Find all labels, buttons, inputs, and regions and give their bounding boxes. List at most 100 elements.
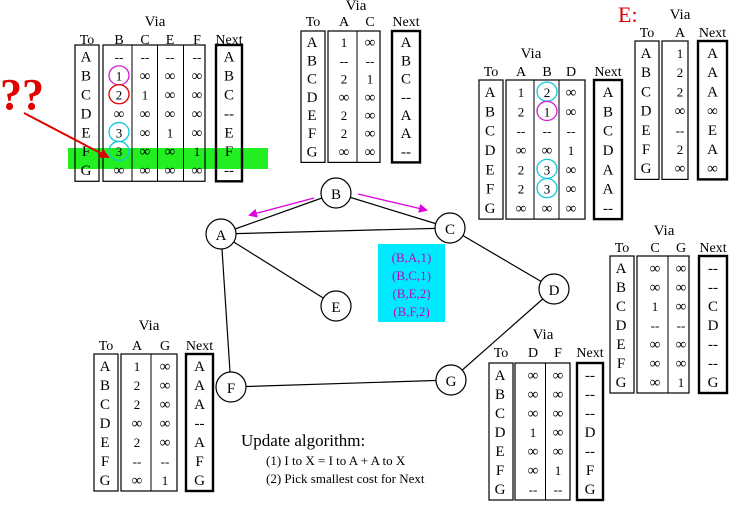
table-g-cell-b-d: ∞ <box>528 387 539 403</box>
table-f-cell-e-a: 2 <box>134 435 141 450</box>
node-d: D <box>538 273 570 305</box>
table-d-row-g: G <box>616 375 627 391</box>
table-b-cell-d-b: ∞ <box>114 106 125 122</box>
table-b-cell-e-e: 1 <box>167 125 174 140</box>
table-d-cell-b-c: ∞ <box>650 280 661 296</box>
node-g-label: G <box>446 374 457 390</box>
table-f-next-c: A <box>194 397 205 413</box>
table-f-next-a: A <box>194 359 205 375</box>
table-c-cell-c-b: -- <box>543 124 552 139</box>
table-c-cell-b-d: ∞ <box>566 104 577 120</box>
table-c-col-b: B <box>542 65 551 80</box>
table-e-next-a: A <box>707 46 718 62</box>
table-c-cell-d-a: ∞ <box>516 143 527 159</box>
table-f-cell-c-g: ∞ <box>160 397 171 413</box>
table-e-next-c: A <box>707 84 718 100</box>
table-e-cell-e-a: -- <box>676 123 685 138</box>
table-c-cell-g-d: ∞ <box>566 201 577 217</box>
table-e-row-d: D <box>641 104 652 120</box>
table-a-cell-a-a: 1 <box>341 35 348 50</box>
table-f-row-d: D <box>100 416 111 432</box>
table-c-row-d: D <box>485 143 496 159</box>
table-d-cell-b-g: ∞ <box>676 280 687 296</box>
table-b-row-a: A <box>81 50 92 66</box>
table-b-cell-g-c: ∞ <box>140 163 151 179</box>
node-e-label: E <box>331 300 340 316</box>
table-c-cell-e-d: ∞ <box>566 162 577 178</box>
table-d-col-c: C <box>650 241 659 256</box>
table-b-row-g: G <box>81 163 92 179</box>
table-c-next-c: C <box>603 124 613 140</box>
table-e-next-g: ∞ <box>707 161 718 177</box>
table-f-row-f: F <box>101 454 109 470</box>
table-d-via-header: Via <box>654 223 675 239</box>
table-b-cell-g-f: ∞ <box>192 163 203 179</box>
highlight-row-f <box>68 148 268 169</box>
table-c-cell-d-b: ∞ <box>542 143 553 159</box>
node-f: F <box>215 371 247 403</box>
table-a-cell-e-a: 2 <box>341 108 348 123</box>
table-c-next-g: -- <box>603 201 613 217</box>
table-d-next-b: -- <box>708 280 718 296</box>
table-b-cell-c-c: 1 <box>142 88 149 103</box>
table-c-via-header: Via <box>521 46 542 62</box>
table-b-cell-f-b: 3 <box>116 144 123 159</box>
table-d-col-g: G <box>676 241 686 256</box>
table-b-cell-a-f: -- <box>193 50 202 65</box>
table-c-cell-f-d: ∞ <box>566 182 577 198</box>
table-a-to-header: To <box>306 15 321 30</box>
table-c-cell-e-a: 2 <box>518 162 525 177</box>
table-g-row-g: G <box>495 482 506 498</box>
table-e-row-f: F <box>642 142 650 158</box>
table-g-next-c: -- <box>585 406 595 422</box>
table-d-row-a: A <box>616 261 627 277</box>
table-c-cell-g-a: ∞ <box>516 201 527 217</box>
node-b: B <box>320 177 352 209</box>
table-c-row-b: B <box>485 104 495 120</box>
table-c-cell-g-b: ∞ <box>542 201 553 217</box>
table-d-next-header: Next <box>699 241 726 256</box>
table-b-via-header: Via <box>145 14 166 30</box>
table-f-cell-f-a: -- <box>133 454 142 469</box>
message-1: (B,A,1) <box>392 250 432 265</box>
table-e-to-header: To <box>640 26 655 41</box>
table-c-col-a: A <box>516 65 527 80</box>
table-a-cell-d-c: ∞ <box>365 90 376 106</box>
table-b-cell-f-f: 1 <box>194 144 201 159</box>
table-a-cell-c-a: 2 <box>341 72 348 87</box>
graph-nodes: A B C D E F G <box>205 177 570 403</box>
table-f-next-g: G <box>194 473 205 489</box>
table-f-cell-d-g: ∞ <box>160 416 171 432</box>
table-d-cell-e-g: ∞ <box>676 337 687 353</box>
table-f-cell-b-a: 2 <box>134 378 141 393</box>
table-g-cell-c-d: ∞ <box>528 406 539 422</box>
table-g-cell-g-d: -- <box>529 482 538 497</box>
table-e-cell-b-a: 2 <box>677 65 684 80</box>
table-b-col-e: E <box>166 33 175 48</box>
table-b-cell-b-e: ∞ <box>165 69 176 85</box>
table-c-row-a: A <box>485 85 496 101</box>
table-c-row-e: E <box>485 162 494 178</box>
table-g-cell-g-f: -- <box>554 482 563 497</box>
circle-b-row-c <box>108 84 130 105</box>
table-a-cell-f-a: 2 <box>341 126 348 141</box>
table-d-cell-f-g: ∞ <box>676 356 687 372</box>
table-g-cell-f-f: 1 <box>555 463 562 478</box>
table-g-cell-d-d: 1 <box>530 425 537 440</box>
highlight-overlays <box>23 65 558 199</box>
table-f-cell-c-a: 2 <box>134 397 141 412</box>
edge-f-g <box>230 379 452 388</box>
table-c-cell-e-b: 3 <box>544 162 551 177</box>
table-c-next-e: A <box>603 162 614 178</box>
node-d-label: D <box>549 283 560 299</box>
table-g-row-f: F <box>496 463 504 479</box>
table-e-cell-a-a: 1 <box>677 46 684 61</box>
edge-g-d <box>450 288 555 381</box>
table-a-via-header: Via <box>346 0 367 14</box>
table-b-row-e: E <box>81 125 90 141</box>
table-b-col-c: C <box>140 33 149 48</box>
table-b-next-f: F <box>225 144 233 160</box>
